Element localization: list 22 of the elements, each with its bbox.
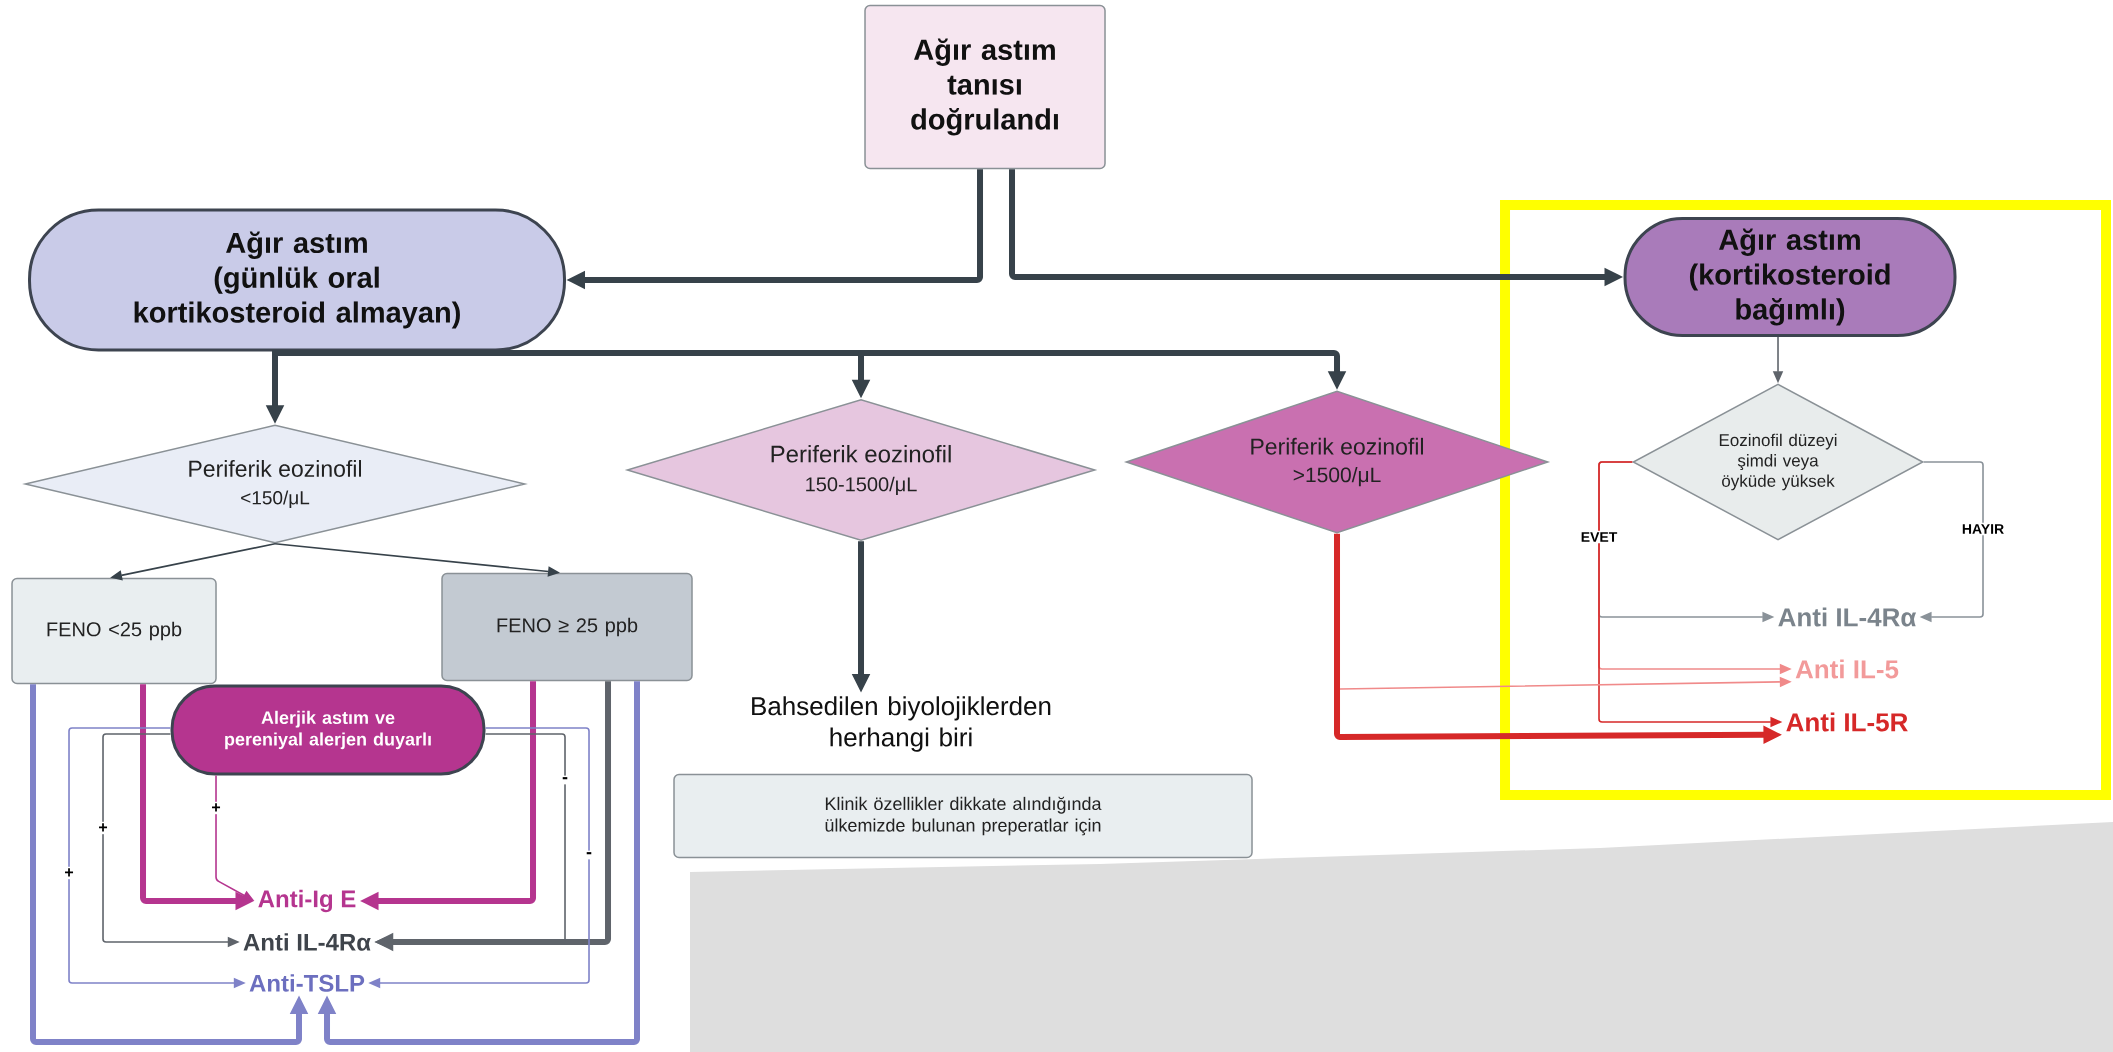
note-box: Klinik özellikler dikkate alındığında ülkemizde bulunan preperatlar için bbox=[673, 773, 1253, 859]
process-box: FENO ≥ 25 ppb bbox=[441, 572, 693, 682]
rounded-box: Ağır astım (kortikosteroid bağımlı) bbox=[1623, 217, 1957, 337]
process-box: FENO <25 ppb bbox=[11, 577, 217, 685]
edge-label: EVET bbox=[1579, 530, 1619, 544]
drug-label: Anti-TSLP bbox=[249, 974, 365, 992]
drug-label: Anti IL-4Rα bbox=[1778, 607, 1917, 627]
edge-label: - bbox=[584, 850, 594, 860]
drug-label: Anti IL-5R bbox=[1786, 712, 1908, 732]
edge-label: + bbox=[62, 866, 76, 880]
result-text: Bahsedilen biyolojiklerden herhangi biri bbox=[752, 696, 1051, 752]
edge-label: - bbox=[560, 775, 570, 785]
edge-label: + bbox=[96, 821, 110, 835]
start-box: Ağır astım tanısı doğrulandı bbox=[864, 4, 1106, 170]
rounded-box: Alerjik astım ve pereniyal alerjen duyarlı bbox=[170, 684, 486, 776]
rounded-box: Ağır astım (günlük oral kortikosteroid almayan) bbox=[28, 208, 566, 352]
edge-label: + bbox=[209, 801, 223, 815]
edge-label: HAYIR bbox=[1960, 522, 2006, 536]
drug-label: Anti IL-5 bbox=[1795, 659, 1899, 679]
arrow bbox=[317, 681, 640, 1045]
drug-label: Anti IL-4Rα bbox=[243, 933, 371, 951]
drug-label: Anti-Ig E bbox=[258, 889, 356, 913]
